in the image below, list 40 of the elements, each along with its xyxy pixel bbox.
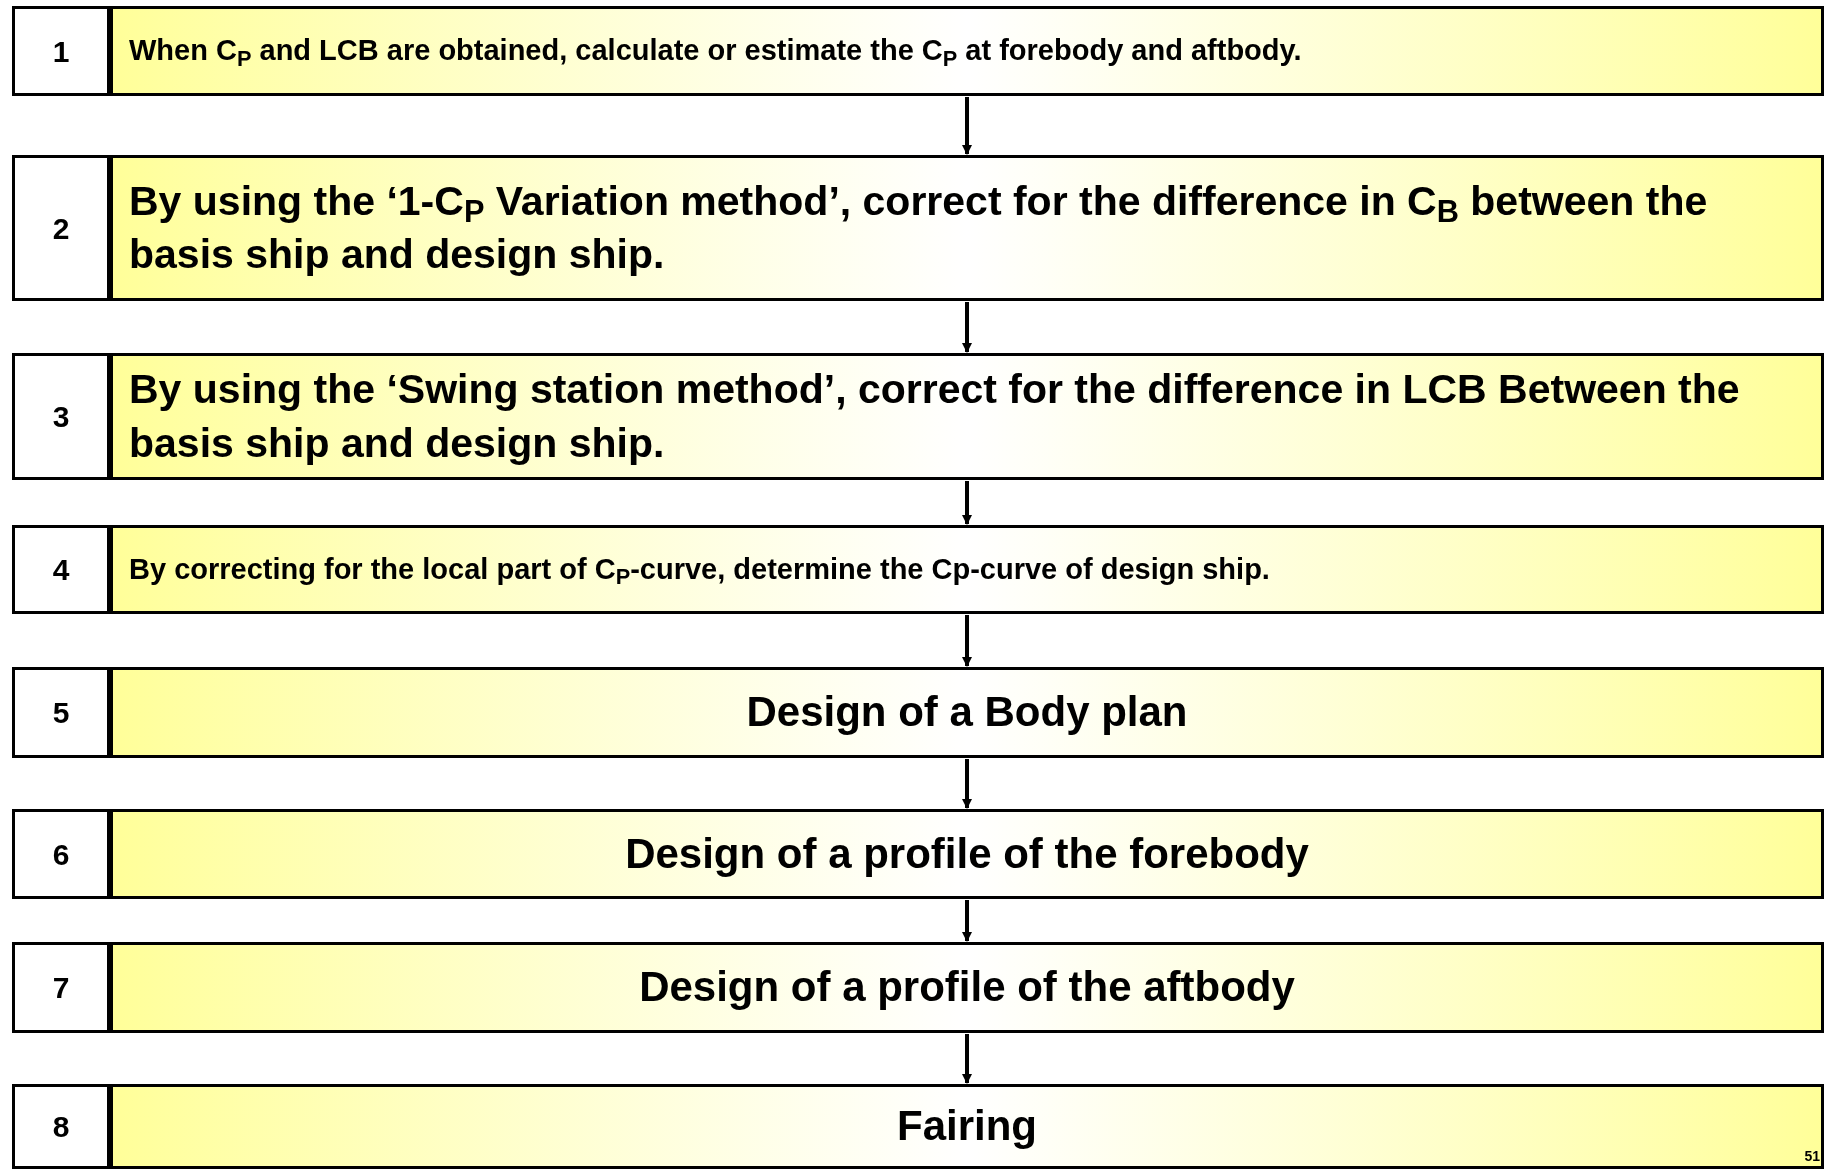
arrow bbox=[962, 481, 972, 525]
arrow bbox=[962, 615, 972, 667]
step-number: 5 bbox=[52, 695, 70, 731]
step-number-box bbox=[12, 1084, 110, 1169]
step-box bbox=[110, 942, 1824, 1033]
step-number: 4 bbox=[52, 552, 70, 588]
step-box bbox=[110, 353, 1824, 480]
step-number-box bbox=[12, 353, 110, 480]
step-number-box bbox=[12, 155, 110, 301]
step-number: 2 bbox=[52, 210, 70, 247]
step-number: 7 bbox=[52, 970, 70, 1006]
step-text: By using the ‘1-C$_{P}$ Variation method’, correct for the difference in C$_{B}$ between the basis ship and design ship. bbox=[129, 176, 1709, 279]
step-number-box bbox=[12, 6, 110, 96]
step-box bbox=[110, 809, 1824, 899]
step-number-box bbox=[12, 525, 110, 614]
step-box bbox=[110, 1084, 1824, 1169]
step-box bbox=[110, 155, 1824, 301]
arrow bbox=[962, 900, 972, 942]
step-number: 1 bbox=[52, 33, 70, 70]
step-box bbox=[110, 525, 1824, 614]
step-box bbox=[110, 6, 1824, 96]
step-text: Design of a Body plan bbox=[746, 687, 1188, 738]
step-text: Design of a profile of the aftbody bbox=[639, 962, 1295, 1013]
step-number: 8 bbox=[52, 1109, 70, 1145]
step-number-box bbox=[12, 667, 110, 758]
step-number-box bbox=[12, 809, 110, 899]
arrow bbox=[962, 97, 972, 155]
step-number: 6 bbox=[52, 836, 70, 873]
arrow bbox=[962, 1034, 972, 1084]
step-text: Fairing bbox=[897, 1101, 1037, 1152]
step-text: By correcting for the local part of C$_{P}$-curve, determine the Cp-curve of design ship. bbox=[129, 551, 1270, 589]
arrow bbox=[962, 759, 972, 809]
step-text: Design of a profile of the forebody bbox=[625, 828, 1309, 879]
step-box bbox=[110, 667, 1824, 758]
step-number: 3 bbox=[52, 399, 70, 435]
step-number-box bbox=[12, 942, 110, 1033]
step-text: By using the ‘Swing station method’, correct for the difference in LCB Between the basis ship and design ship. bbox=[129, 365, 1741, 468]
page-number: 51 bbox=[1804, 1147, 1820, 1166]
arrow bbox=[962, 302, 972, 353]
step-text: When C$_{P}$ and LCB are obtained, calculate or estimate the C$_{P}$ at forebody and aftbody. bbox=[129, 33, 1302, 70]
